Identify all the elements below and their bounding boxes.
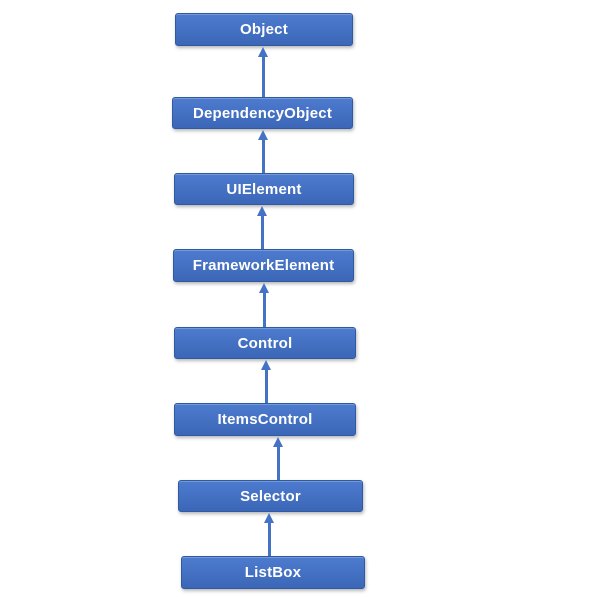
up-arrow-control-to-frameworkelement — [259, 283, 270, 327]
node-list-box: ListBox — [181, 556, 365, 589]
arrow-head-icon — [258, 130, 268, 140]
arrow-line — [276, 447, 280, 480]
node-items-control: ItemsControl — [174, 403, 356, 436]
node-object: Object — [175, 13, 353, 46]
up-arrow-dependencyobject-to-object — [258, 47, 269, 97]
up-arrow-uielement-to-dependencyobject — [258, 130, 269, 173]
arrow-line — [261, 57, 265, 97]
node-control: Control — [174, 327, 356, 359]
up-arrow-itemscontrol-to-control — [261, 360, 272, 403]
up-arrow-selector-to-itemscontrol — [273, 437, 284, 480]
up-arrow-listbox-to-selector — [264, 513, 275, 556]
arrow-head-icon — [261, 360, 271, 370]
arrow-head-icon — [273, 437, 283, 447]
up-arrow-frameworkelement-to-uielement — [257, 206, 268, 249]
arrow-head-icon — [258, 47, 268, 57]
node-dependency-object: DependencyObject — [172, 97, 353, 129]
arrow-head-icon — [264, 513, 274, 523]
arrow-head-icon — [259, 283, 269, 293]
node-framework-element: FrameworkElement — [173, 249, 354, 282]
arrow-line — [264, 370, 268, 403]
node-selector: Selector — [178, 480, 363, 512]
arrow-head-icon — [257, 206, 267, 216]
arrow-line — [262, 293, 266, 327]
arrow-line — [261, 140, 265, 173]
node-ui-element: UIElement — [174, 173, 354, 205]
arrow-line — [260, 216, 264, 249]
arrow-line — [267, 523, 271, 556]
